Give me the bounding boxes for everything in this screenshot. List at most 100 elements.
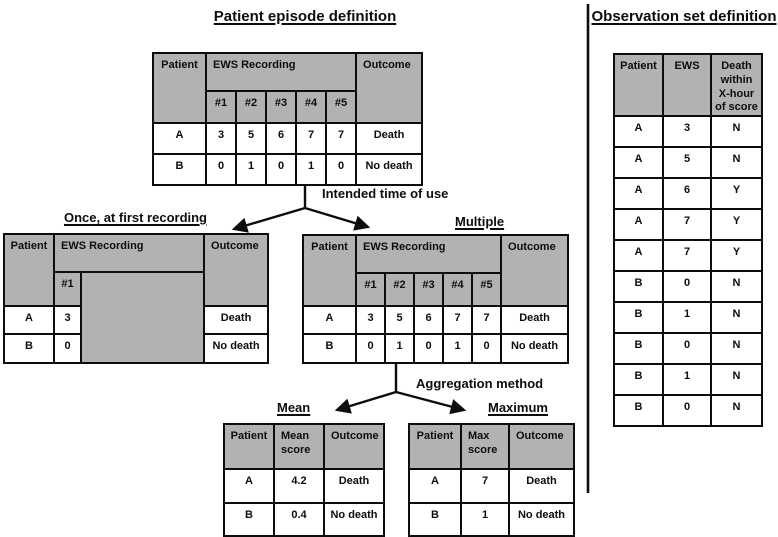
cell: 6 <box>265 122 297 155</box>
header-cell: Patient <box>408 423 462 470</box>
header-cell: EWS Recording <box>354 234 503 274</box>
cell: 1 <box>442 333 473 364</box>
header-cell: Mean score <box>273 423 325 470</box>
cell: B <box>613 270 664 303</box>
cell: A <box>613 208 664 241</box>
cell: A <box>302 305 357 335</box>
header-cell: #4 <box>295 90 327 124</box>
cell: Death <box>355 122 424 155</box>
intended-time-label: Intended time of use <box>322 186 449 201</box>
header-cell: Outcome <box>355 52 424 124</box>
header-cell: Patient <box>3 233 55 307</box>
cell: 0 <box>53 333 82 364</box>
cell: N <box>710 301 763 334</box>
cell: No death <box>508 502 575 537</box>
cell: 3 <box>662 115 712 148</box>
cell: Y <box>710 177 763 210</box>
cell: No death <box>355 153 424 186</box>
cell: N <box>710 332 763 365</box>
cell: 7 <box>442 305 473 335</box>
cell: 0 <box>662 332 712 365</box>
cell: 3 <box>53 305 82 335</box>
cell: 0 <box>355 333 386 364</box>
cell: B <box>152 153 207 186</box>
multiple-table: Patient EWS Recording Outcome #1 #2 #3 #… <box>302 234 570 364</box>
cell: No death <box>323 502 385 537</box>
header-cell: Max score <box>460 423 510 470</box>
cell: Death <box>203 305 270 335</box>
cell: B <box>613 394 664 427</box>
header-cell: Outcome <box>323 423 385 470</box>
once-title: Once, at first recording <box>63 210 208 225</box>
cell: No death <box>203 333 270 364</box>
cell: 0 <box>205 153 237 186</box>
cell: A <box>613 177 664 210</box>
arrow-to-maximum <box>395 390 467 415</box>
cell: 7 <box>324 122 358 155</box>
cell: 6 <box>662 177 712 210</box>
cell: 0.4 <box>273 502 325 537</box>
header-cell: #2 <box>235 90 267 124</box>
header-cell: Patient <box>613 53 664 117</box>
cell: 7 <box>460 468 510 504</box>
patient-episode-table: Patient EWS Recording Outcome #1 #2 #3 #… <box>152 52 424 186</box>
cell: N <box>710 115 763 148</box>
cell: Death <box>508 468 575 504</box>
header-cell: Outcome <box>203 233 270 307</box>
cell: A <box>613 239 664 272</box>
cell: 0 <box>470 333 503 364</box>
cell: A <box>613 146 664 179</box>
header-cell: #3 <box>265 90 297 124</box>
cell: Y <box>710 208 763 241</box>
cell: 4.2 <box>273 468 325 504</box>
cell: 5 <box>235 122 267 155</box>
arrow-to-mean <box>334 390 397 414</box>
cell: 7 <box>295 122 327 155</box>
header-cell: #1 <box>53 271 82 307</box>
cell: 1 <box>295 153 327 186</box>
cell: B <box>408 502 462 537</box>
arrow-to-multiple <box>304 206 371 231</box>
cell: 5 <box>384 305 415 335</box>
cell: B <box>223 502 275 537</box>
mean-title: Mean <box>277 400 311 415</box>
cell: A <box>613 115 664 148</box>
header-cell: Death within X-hour of score <box>710 53 763 117</box>
cell: 3 <box>355 305 386 335</box>
header-cell: #2 <box>384 272 415 307</box>
cell: A <box>152 122 207 155</box>
cell: 0 <box>324 153 358 186</box>
cell: B <box>302 333 357 364</box>
cell: 1 <box>662 363 712 396</box>
cell: A <box>3 305 55 335</box>
cell: 3 <box>205 122 237 155</box>
cell: 7 <box>662 239 712 272</box>
header-cell: Patient <box>223 423 275 470</box>
header-cell: #3 <box>413 272 444 307</box>
cell: N <box>710 363 763 396</box>
cell: 7 <box>662 208 712 241</box>
cell: B <box>613 363 664 396</box>
cell: A <box>408 468 462 504</box>
cell: B <box>3 333 55 364</box>
observation-set-title: Observation set definition <box>591 8 777 25</box>
observation-table: Patient EWS Death within X-hour of score… <box>613 53 763 427</box>
header-cell: #5 <box>324 90 358 124</box>
cell: 1 <box>384 333 415 364</box>
header-cell: #1 <box>205 90 237 124</box>
cell: 1 <box>662 301 712 334</box>
cell: 6 <box>413 305 444 335</box>
header-cell: Patient <box>302 234 357 307</box>
header-cell: Outcome <box>500 234 570 307</box>
header-cell: EWS Recording <box>52 233 206 273</box>
cell: 0 <box>662 270 712 303</box>
cell: B <box>613 301 664 334</box>
cell: 1 <box>460 502 510 537</box>
cell: 1 <box>235 153 267 186</box>
multiple-title: Multiple <box>455 214 505 229</box>
maximum-table: Patient Max score Outcome A 7 Death B 1 … <box>408 423 575 537</box>
cell: B <box>613 332 664 365</box>
unused-recordings-cell <box>79 271 206 364</box>
patient-episode-title: Patient episode definition <box>213 8 397 25</box>
